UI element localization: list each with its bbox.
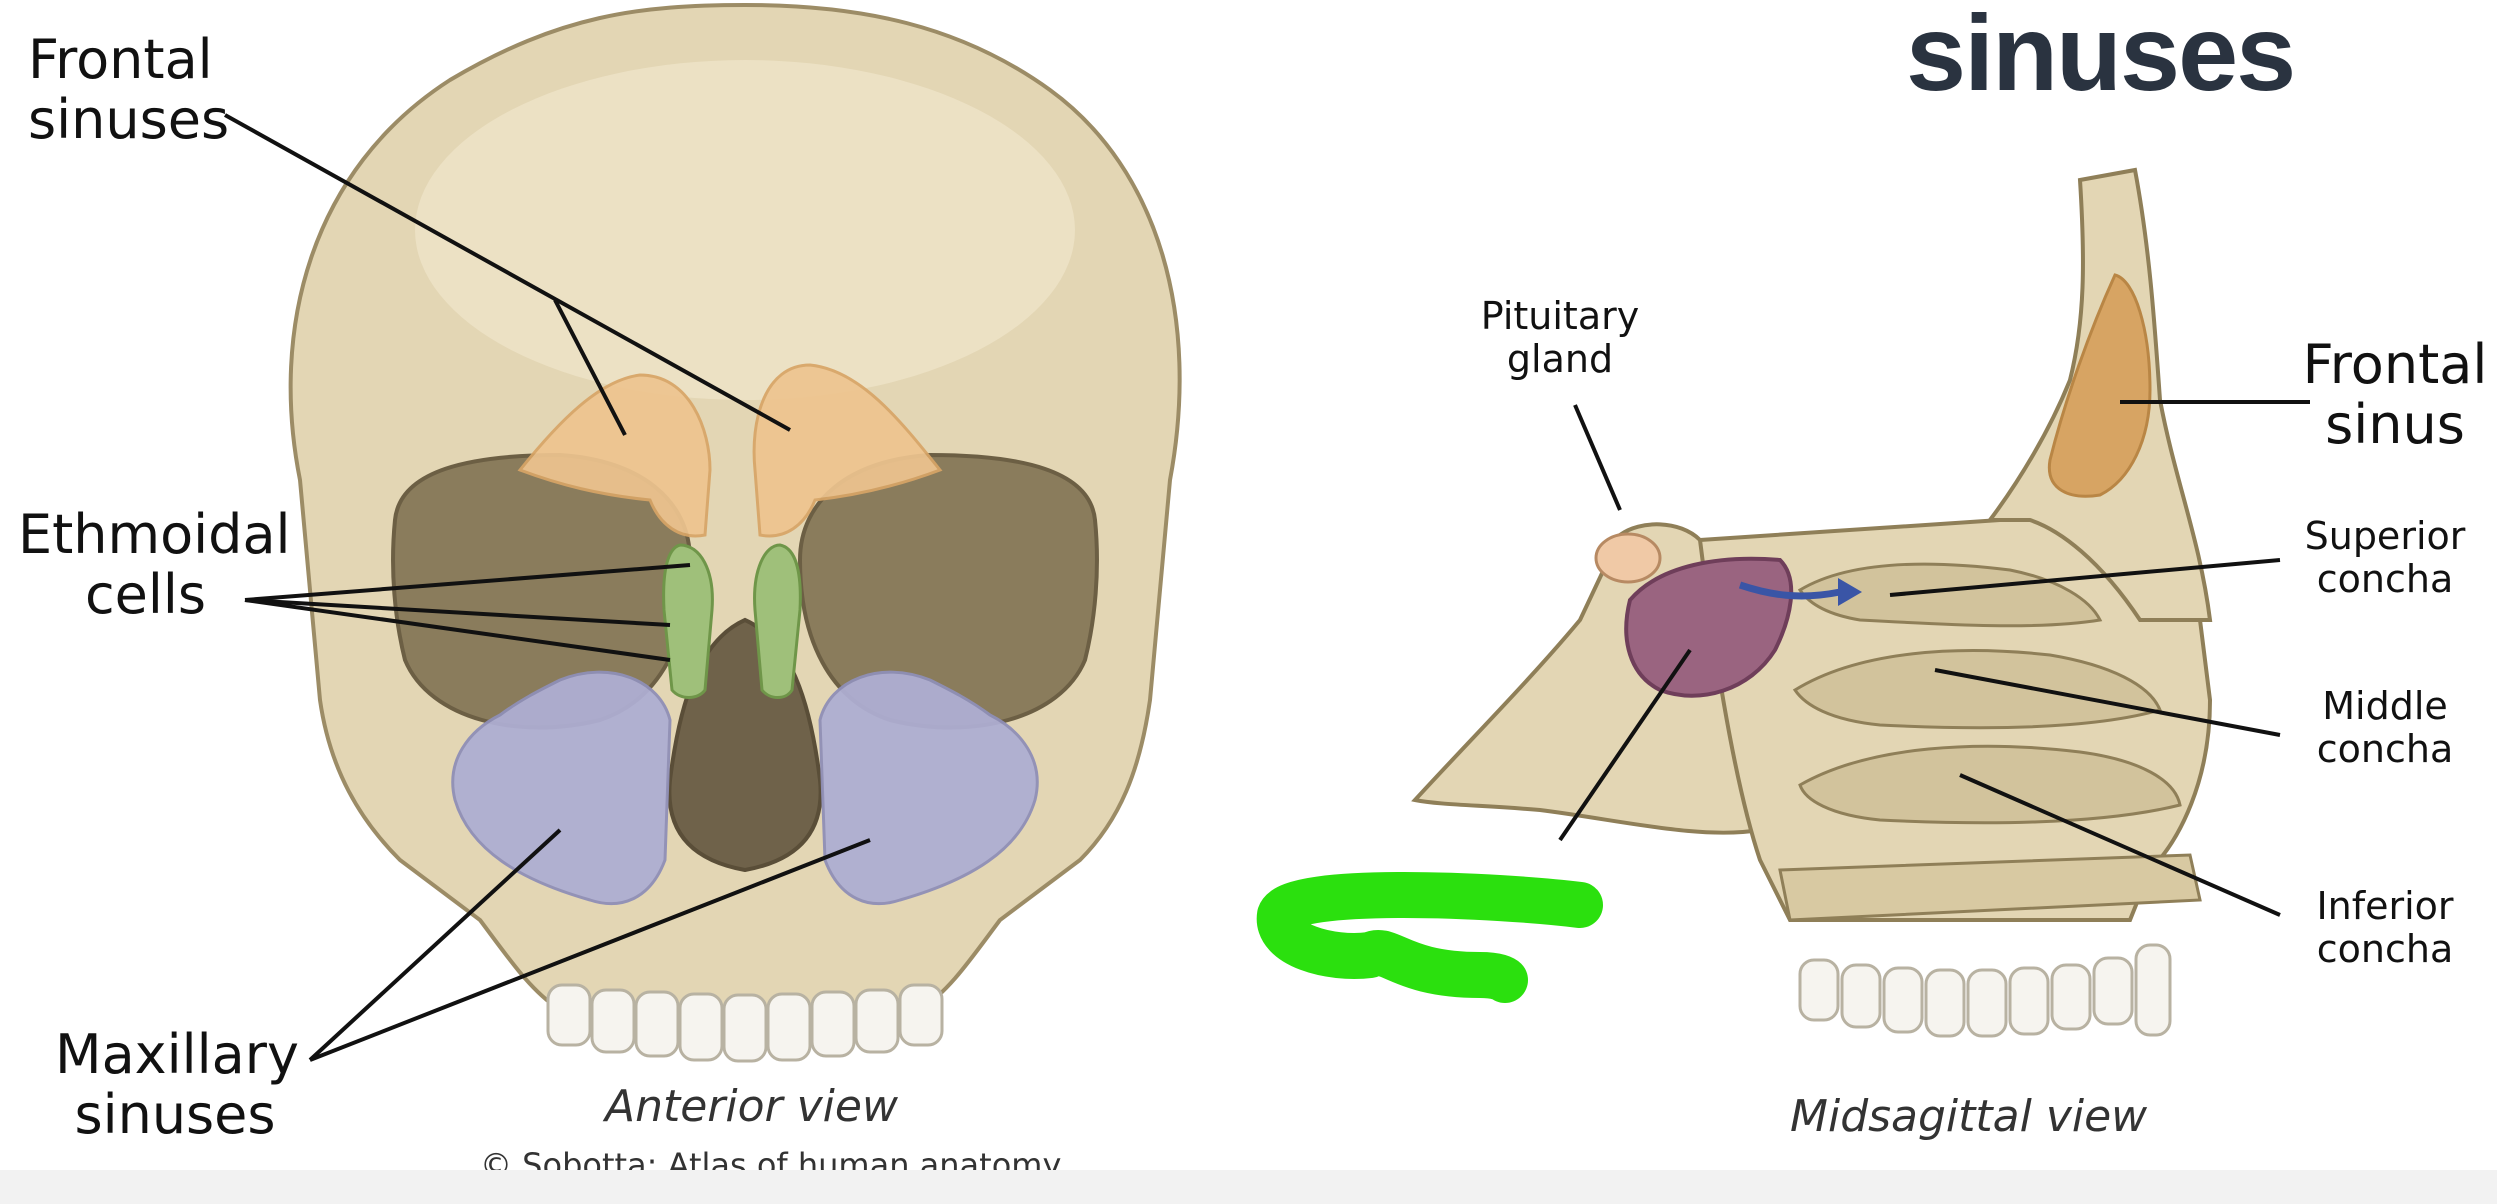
label-superior-concha-line1: Superior [2304, 514, 2466, 558]
anterior-skull [288, 2, 1182, 1063]
anterior-leader-lines [224, 113, 871, 1062]
label-pituitary-gland: Pituitary gland [1460, 295, 1660, 380]
label-middle-concha-line1: Middle [2322, 684, 2448, 728]
caption-anterior-view: Anterior view [605, 1081, 898, 1132]
label-pituitary-gland-line1: Pituitary [1480, 294, 1640, 338]
hard-palate [1778, 853, 2202, 922]
airflow-arrow [1738, 581, 1841, 600]
skull-shade [415, 60, 1075, 400]
sagittal-teeth [1798, 943, 2172, 1038]
label-frontal-sinus: Frontal sinus [2300, 333, 2490, 457]
label-frontal-sinus-line1: Frontal [2302, 333, 2488, 396]
anterior-teeth [546, 983, 944, 1063]
label-inferior-concha-line1: Inferior [2316, 884, 2454, 928]
label-frontal-sinuses-line2: sinuses [28, 88, 230, 152]
label-superior-concha: Superior concha [2290, 515, 2480, 600]
label-inferior-concha-line2: concha [2316, 926, 2454, 971]
label-pituitary-gland-line2: gland [1506, 336, 1614, 381]
sphenoid-sinus [1624, 556, 1794, 698]
bottom-strip [0, 1170, 2497, 1204]
ethmoid-right [753, 543, 802, 699]
green-marker-annotation [1256, 872, 1603, 1003]
superior-concha-shape [1797, 562, 2103, 628]
label-middle-concha-line2: concha [2316, 726, 2454, 771]
caption-midsagittal-view: Midsagittal view [1790, 1091, 2148, 1142]
label-frontal-sinuses: Frontal sinuses [28, 28, 230, 152]
inferior-concha-shape [1798, 744, 2182, 825]
midsagittal-leader-lines [1558, 400, 2310, 917]
airflow-arrowhead [1838, 578, 1862, 606]
midsagittal-skull [1411, 167, 2213, 1038]
right-orbit [797, 452, 1099, 730]
label-ethmoidal-cells-line1: Ethmoidal [18, 503, 291, 566]
maxillary-left [451, 670, 672, 906]
label-frontal-sinus-line2: sinus [2325, 393, 2465, 457]
label-maxillary-sinuses-line1: Maxillary [55, 1023, 299, 1086]
label-maxillary-sinuses-line2: sinuses [74, 1083, 276, 1147]
label-frontal-sinuses-line1: Frontal [28, 28, 213, 91]
label-ethmoidal-cells-line2: cells [84, 563, 207, 627]
label-inferior-concha: Inferior concha [2290, 885, 2480, 970]
frontal-sinus-left [517, 373, 712, 538]
label-maxillary-sinuses: Maxillary sinuses [55, 1023, 299, 1147]
label-ethmoidal-cells: Ethmoidal cells [18, 503, 291, 627]
maxillary-right [818, 670, 1039, 906]
label-middle-concha: Middle concha [2290, 685, 2480, 770]
frontal-sinus-right [752, 363, 943, 538]
frontal-sinus-sagittal [2047, 273, 2152, 498]
label-superior-concha-line2: concha [2316, 556, 2454, 601]
middle-concha-shape [1792, 649, 2163, 730]
pituitary-gland-shape [1594, 532, 1662, 584]
page-title: sinuses [1906, 0, 2296, 113]
